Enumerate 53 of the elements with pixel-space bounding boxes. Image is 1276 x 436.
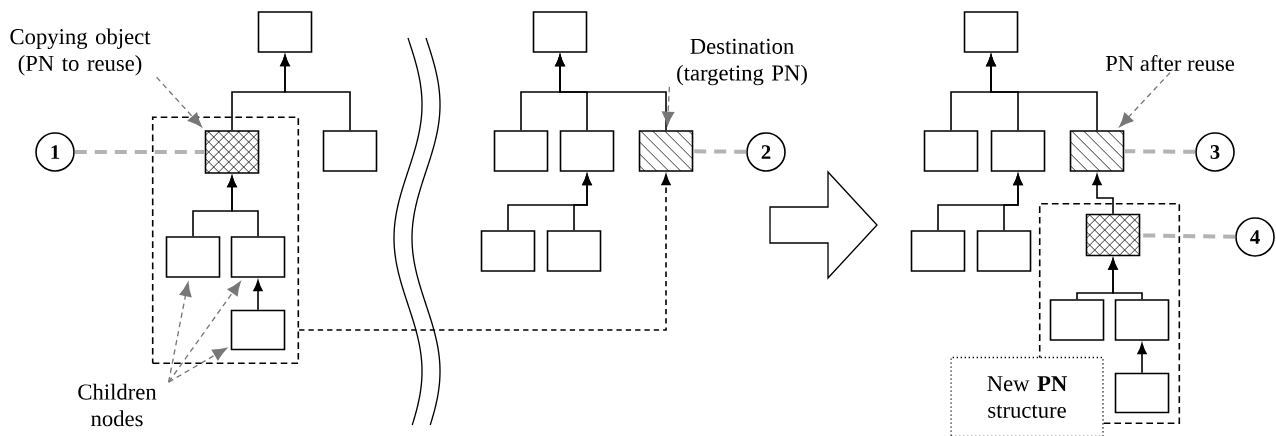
dashed-arrow bbox=[298, 174, 671, 331]
leader-line bbox=[167, 347, 227, 383]
tree-node-box bbox=[1114, 372, 1170, 414]
tree-node-box bbox=[1049, 299, 1105, 341]
tree-node-box bbox=[493, 130, 549, 172]
annotation-text: PN after reuse bbox=[1105, 54, 1235, 72]
leader-line bbox=[693, 149, 747, 154]
leader-line bbox=[167, 281, 241, 383]
tree-node-box bbox=[910, 230, 966, 272]
arrow bbox=[253, 280, 263, 311]
tree-node-box bbox=[322, 130, 378, 172]
leader-line bbox=[661, 86, 675, 126]
tree-node-box bbox=[963, 11, 1019, 53]
cross-hatched-node-box bbox=[1085, 213, 1141, 257]
arrow bbox=[1003, 174, 1023, 231]
dotted-note-box: New PN structure bbox=[950, 356, 1104, 436]
dashed-group-box bbox=[151, 116, 300, 365]
arrow bbox=[1137, 343, 1147, 374]
leader-line bbox=[155, 76, 202, 128]
arrow bbox=[1092, 174, 1114, 215]
tree-node-box bbox=[923, 130, 979, 172]
callout-number: 3 bbox=[1195, 132, 1235, 172]
arrow bbox=[227, 176, 259, 237]
callout-number: 2 bbox=[746, 132, 786, 172]
cross-hatched-node-box bbox=[204, 130, 260, 174]
tree-node-box bbox=[976, 230, 1032, 272]
leader-line bbox=[167, 282, 192, 383]
callout-number: 1 bbox=[35, 132, 75, 172]
hatched-node-box bbox=[1069, 130, 1125, 172]
leader-line bbox=[1119, 72, 1171, 128]
leader-line bbox=[74, 150, 205, 154]
annotation-text: Copying object (PN to reuse) bbox=[10, 28, 151, 76]
arrow bbox=[280, 55, 351, 131]
annotation-text: Destination (targeting PN) bbox=[677, 38, 807, 86]
leader-line bbox=[1140, 233, 1236, 239]
tree-node-box bbox=[546, 230, 602, 272]
tree-node-box bbox=[165, 236, 221, 278]
tree-node-box bbox=[1114, 299, 1170, 341]
tree-node-box bbox=[532, 11, 588, 53]
leader-line bbox=[1124, 149, 1196, 154]
arrow bbox=[573, 174, 592, 231]
arrow bbox=[1108, 258, 1143, 300]
hatched-node-box bbox=[638, 130, 694, 172]
callout-number: 4 bbox=[1235, 217, 1275, 257]
tree-node-box bbox=[480, 230, 536, 272]
tree-node-box bbox=[230, 309, 286, 351]
tree-node-box bbox=[990, 130, 1046, 172]
annotation-text: Children nodes bbox=[78, 383, 157, 427]
tree-node-box bbox=[230, 236, 286, 278]
arrow bbox=[986, 55, 1098, 131]
tree-node-box bbox=[559, 130, 615, 172]
tree-node-box bbox=[257, 11, 313, 53]
arrow bbox=[555, 55, 667, 131]
